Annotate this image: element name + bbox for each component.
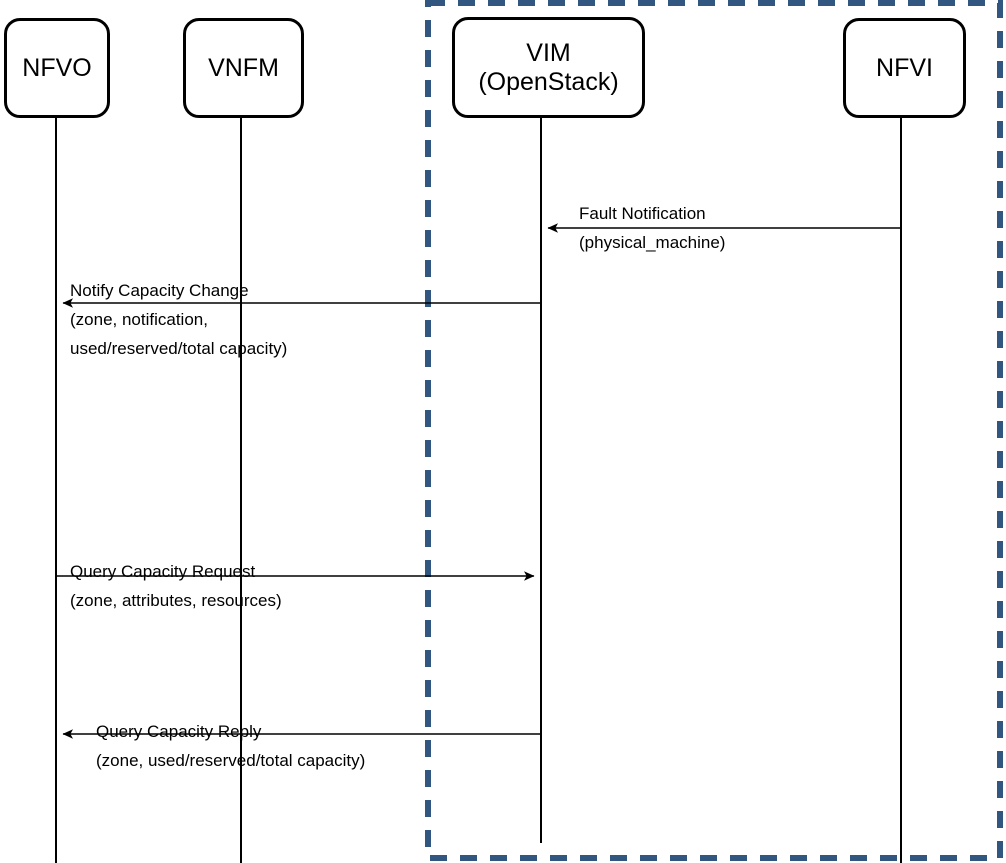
actor-label-nfvo: NFVO [22, 53, 92, 82]
message-label-query-capacity-reply: Query Capacity Reply (zone, used/reserve… [96, 722, 366, 770]
message-label-query-capacity-request: Query Capacity Request (zone, attributes… [70, 562, 282, 610]
message-label-notify-capacity-change: Notify Capacity Change (zone, notificati… [70, 281, 288, 358]
actor-box-vnfm[interactable]: VNFM [183, 18, 304, 118]
actor-box-vim[interactable]: VIM (OpenStack) [452, 17, 645, 118]
nfv-boundary-rect [425, 0, 1003, 861]
actor-label-vim: VIM (OpenStack) [478, 38, 619, 96]
actor-label-nfvi: NFVI [876, 53, 933, 82]
actor-box-nfvi[interactable]: NFVI [843, 18, 966, 118]
actor-box-nfvo[interactable]: NFVO [4, 18, 110, 118]
actor-label-vnfm: VNFM [208, 53, 279, 82]
message-label-fault-notification: Fault Notification (physical_machine) [579, 204, 726, 252]
